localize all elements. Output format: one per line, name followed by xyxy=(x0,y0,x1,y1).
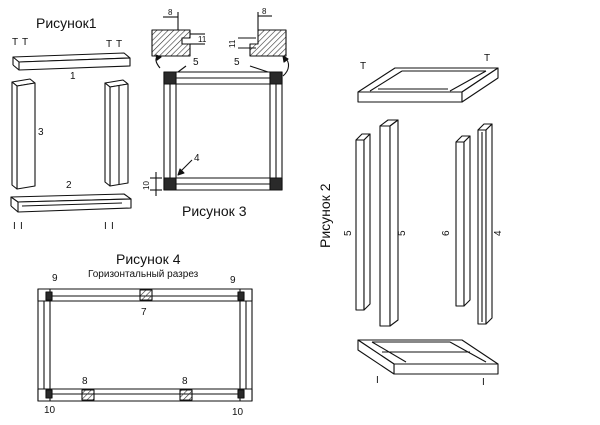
fig1-bottom-bar xyxy=(10,193,132,213)
fig4-label-8-left: 8 xyxy=(82,376,88,387)
fig2-label-5-right: 5 xyxy=(397,230,408,236)
fig2-label-4: 4 xyxy=(493,230,504,236)
fig1-right-post xyxy=(104,79,129,187)
fig2-post-6 xyxy=(455,135,471,307)
fig4-label-9-right: 9 xyxy=(230,275,236,286)
fig2-post-5-left xyxy=(355,133,371,311)
fig4-section xyxy=(37,288,253,402)
fig1-mark-t4: T xyxy=(116,39,123,50)
fig1-label-top-bar: 1 xyxy=(70,71,76,82)
fig2-bottom-rail xyxy=(357,339,499,375)
fig2-post-4 xyxy=(477,123,493,325)
fig2-top-rail xyxy=(357,67,499,103)
fig3-dim-8-right: 8 xyxy=(262,7,267,16)
fig3-frame xyxy=(150,12,290,196)
fig2-mark-bot-left: Ι xyxy=(376,375,379,386)
fig2-mark-top-right: T xyxy=(484,53,491,64)
fig1-label-bottom-bar: 2 xyxy=(66,180,72,191)
fig2-mark-bot-right: Ι xyxy=(482,377,485,388)
fig3-label-5-right: 5 xyxy=(234,57,240,68)
fig2-title: Рисунок 2 xyxy=(317,183,333,248)
fig3-label-4: 4 xyxy=(194,153,200,164)
fig1-parts xyxy=(10,52,132,213)
fig2-parts xyxy=(355,67,499,375)
fig1-top-bar xyxy=(12,52,131,71)
fig2-label-5-left: 5 xyxy=(343,230,354,236)
fig4-label-10-left: 10 xyxy=(44,405,56,416)
fig1-mark-t2: T xyxy=(22,37,29,48)
fig4-label-8-right: 8 xyxy=(182,376,188,387)
fig3-dim-11-left: 11 xyxy=(198,35,207,44)
fig4-label-7: 7 xyxy=(141,307,147,318)
fig4-label-9-left: 9 xyxy=(52,273,58,284)
fig2-mark-top-left: T xyxy=(360,61,367,72)
fig1-mark-t3: T xyxy=(106,39,113,50)
fig1-label-left-post: 3 xyxy=(38,127,44,138)
fig3-profile-right xyxy=(238,12,287,57)
fig4-label-10-right: 10 xyxy=(232,407,244,418)
fig3-label-5-left: 5 xyxy=(193,57,199,68)
fig3-title: Рисунок 3 xyxy=(182,203,247,219)
fig1-mark-b2: Ι xyxy=(20,221,23,232)
fig3-profile-left xyxy=(151,12,205,57)
fig1-mark-b4: Ι xyxy=(111,221,114,232)
fig2-post-5-right xyxy=(379,119,399,327)
fig3-dim-8-left: 8 xyxy=(168,8,173,17)
fig1-mark-b3: Ι xyxy=(104,221,107,232)
fig4-title: Рисунок 4 xyxy=(116,251,181,267)
fig1-left-post xyxy=(11,78,36,190)
fig1-mark-t1: T xyxy=(12,37,19,48)
fig2-label-6: 6 xyxy=(441,230,452,236)
fig1-mark-b1: Ι xyxy=(13,221,16,232)
fig4-subtitle: Горизонтальный разрез xyxy=(88,269,199,280)
fig3-dim-11-right: 11 xyxy=(228,39,237,48)
fig1-title: Рисунок1 xyxy=(36,15,97,31)
fig3-dim-10: 10 xyxy=(142,181,151,190)
